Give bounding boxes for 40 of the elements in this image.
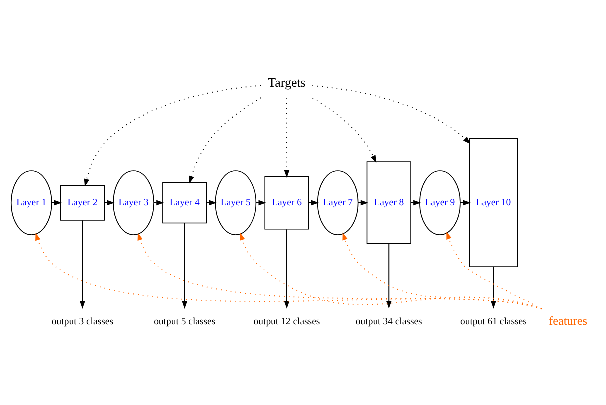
arrow bbox=[206, 200, 217, 206]
node-box: Layer 4 bbox=[162, 182, 208, 224]
arrow bbox=[491, 266, 496, 308]
node-text: output 34 classes bbox=[356, 316, 422, 328]
arrow bbox=[308, 200, 320, 206]
arrow bbox=[84, 84, 262, 186]
node-text: output 61 classes bbox=[460, 316, 527, 328]
arrow bbox=[284, 228, 290, 308]
arrow bbox=[36, 232, 542, 309]
arrow bbox=[358, 200, 369, 206]
arrow bbox=[342, 232, 542, 310]
arrow bbox=[386, 243, 392, 308]
arrow bbox=[154, 200, 164, 206]
node-ellipse: Layer 9 bbox=[420, 170, 461, 235]
arrow bbox=[410, 200, 422, 206]
arrow bbox=[80, 220, 86, 308]
arrow bbox=[182, 222, 188, 308]
arrow bbox=[284, 98, 290, 178]
node-text: output 5 classes bbox=[154, 316, 216, 328]
arrow bbox=[312, 97, 377, 163]
node-ellipse: Layer 3 bbox=[113, 170, 154, 235]
arrow bbox=[240, 232, 542, 309]
arrow bbox=[446, 231, 542, 309]
arrow bbox=[460, 200, 472, 206]
node-text: Targets bbox=[268, 74, 306, 90]
node-box: Layer 2 bbox=[60, 184, 105, 220]
node-text: output 3 classes bbox=[52, 316, 114, 328]
node-ellipse: Layer 7 bbox=[317, 170, 359, 235]
arrow bbox=[189, 97, 262, 184]
node-text: features bbox=[549, 314, 588, 328]
arrow bbox=[52, 200, 62, 206]
node-text: output 12 classes bbox=[254, 316, 320, 328]
arrow bbox=[312, 84, 471, 144]
node-ellipse: Layer 5 bbox=[215, 170, 257, 235]
arrow bbox=[104, 200, 115, 206]
node-box: Layer 8 bbox=[366, 161, 412, 244]
node-box: Layer 10 bbox=[469, 138, 518, 267]
arrow bbox=[138, 232, 542, 309]
node-ellipse: Layer 1 bbox=[10, 170, 52, 235]
node-box: Layer 6 bbox=[264, 176, 310, 230]
